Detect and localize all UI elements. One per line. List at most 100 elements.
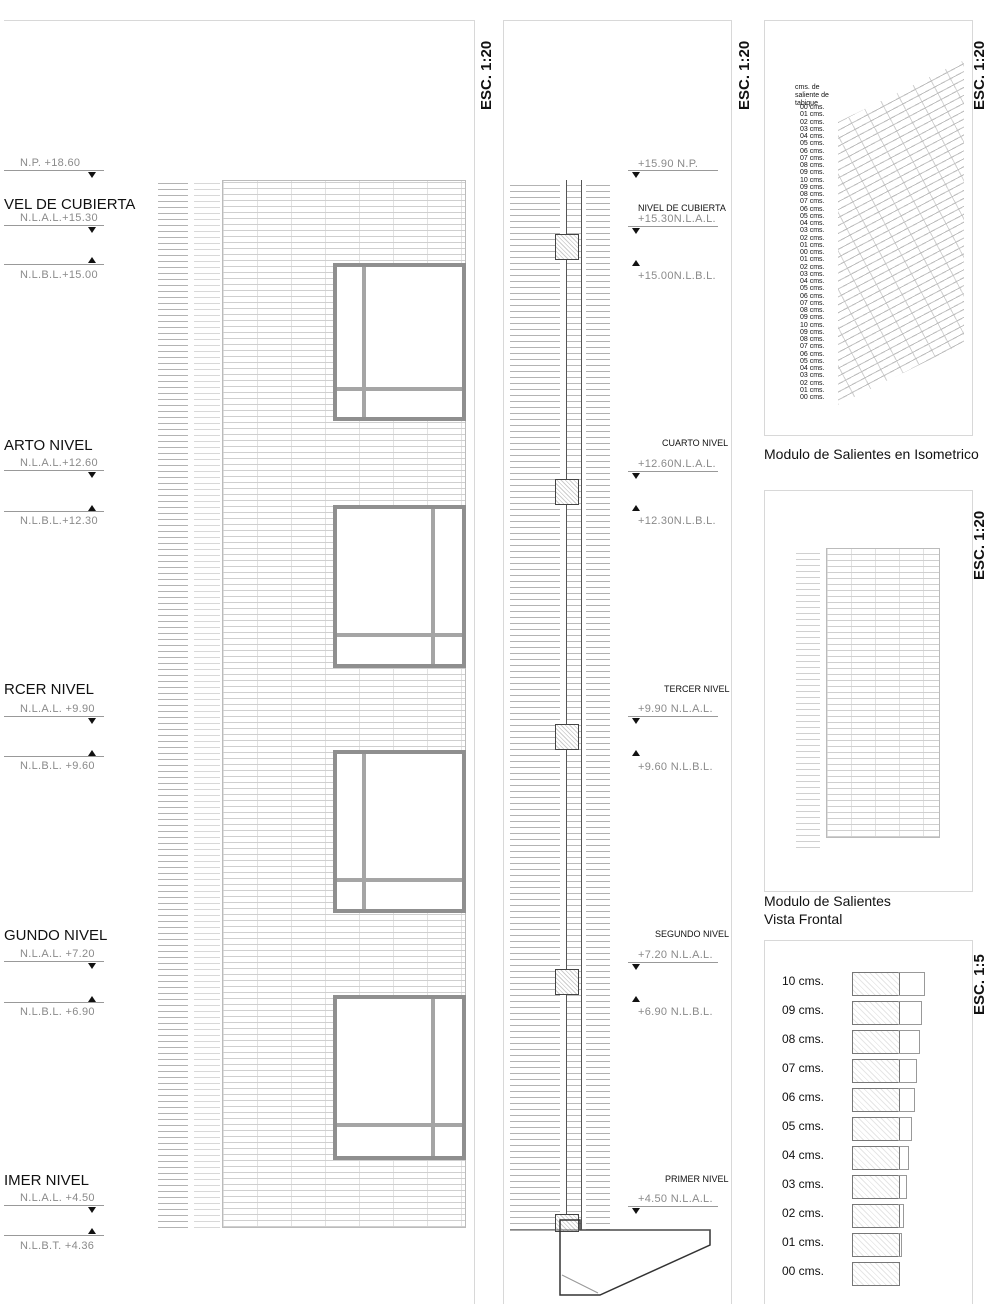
slab-tercer	[555, 724, 579, 750]
nal-line	[4, 470, 104, 471]
iso-offset-item: 02 cms.	[800, 234, 825, 242]
iso-offset-item: 03 cms.	[800, 227, 825, 235]
iso-offset-item: 00 cms.	[800, 249, 825, 256]
section-line	[628, 471, 718, 472]
section-name-cuarto: CUARTO NIVEL	[662, 438, 729, 448]
profile-label: 10 cms.	[782, 974, 825, 988]
iso-offset-item: 04 cms.	[800, 133, 825, 140]
iso-offset-item: 00 cms.	[800, 394, 825, 401]
section-np: +15.90 N.P.	[638, 158, 699, 170]
front-caption-2: Vista Frontal	[764, 911, 843, 927]
section-name-segundo: SEGUNDO NIVEL	[655, 929, 730, 939]
level-marker-icon	[88, 718, 96, 724]
iso-offset-item: 02 cms.	[800, 263, 825, 271]
section-name-cubierta: NIVEL DE CUBIERTA	[638, 203, 726, 213]
nbl-primer: N.L.B.T. +4.36	[20, 1240, 95, 1252]
profile-extension	[898, 1146, 910, 1170]
profile-shape	[852, 1001, 900, 1025]
section-nbl-cuarto: +12.30N.L.B.L.	[638, 515, 716, 527]
section-panel	[503, 20, 732, 1304]
section-nal-cuarto: +12.60N.L.A.L.	[638, 458, 716, 470]
profile-label: 03 cms.	[782, 1177, 825, 1191]
profile-shape	[852, 1117, 900, 1141]
front-panel	[764, 490, 973, 892]
level-marker-icon	[632, 718, 640, 724]
profile-extension	[898, 1117, 912, 1141]
iso-offset-item: 00 cms.	[800, 104, 825, 111]
window-mullion	[431, 509, 435, 664]
profile-shape	[852, 1088, 900, 1112]
slab-primer	[555, 1214, 579, 1232]
iso-offset-item: 04 cms.	[800, 278, 825, 285]
iso-offset-item: 07 cms.	[800, 343, 825, 351]
section-nal-segundo: +7.20 N.L.A.L.	[638, 949, 713, 961]
profile-shape	[852, 972, 900, 996]
profile-extension	[898, 1001, 923, 1025]
level-marker-icon	[632, 228, 640, 234]
section-offset-values	[586, 185, 610, 1230]
isometric-panel	[764, 20, 973, 436]
level-marker-icon	[88, 1228, 96, 1234]
slab-cubierta	[555, 234, 579, 260]
nbl-line	[4, 756, 104, 757]
slab-cuarto	[555, 479, 579, 505]
nal-cubierta: N.L.A.L.+15.30	[20, 212, 98, 224]
iso-offset-item: 01 cms.	[800, 256, 825, 264]
level-marker-icon	[88, 963, 96, 969]
section-line	[628, 1206, 718, 1207]
level-name-cuarto: ARTO NIVEL	[4, 437, 93, 454]
scale-label-front: ESC. 1:20	[971, 510, 988, 580]
nal-line	[4, 716, 104, 717]
iso-offset-item: 08 cms.	[800, 307, 825, 314]
iso-offset-item: 05 cms.	[800, 212, 825, 220]
section-nal-cubierta: +15.30N.L.A.L.	[638, 213, 716, 225]
iso-offset-item: 03 cms.	[800, 125, 825, 133]
iso-offset-item: 10 cms.	[800, 176, 825, 184]
section-nal-primer: +4.50 N.L.A.L.	[638, 1193, 713, 1205]
section-np-line	[628, 170, 718, 171]
section-wall	[566, 180, 582, 1230]
window-cuarto	[333, 263, 466, 421]
iso-offset-item: 05 cms.	[800, 285, 825, 293]
profile-label: 01 cms.	[782, 1235, 825, 1249]
level-name-segundo: GUNDO NIVEL	[4, 927, 108, 944]
section-line	[628, 226, 718, 227]
profile-shape	[852, 1146, 900, 1170]
nbl-segundo: N.L.B.L. +6.90	[20, 1006, 95, 1018]
window-transom	[337, 387, 462, 391]
iso-offset-item: 03 cms.	[800, 372, 825, 380]
nal-tercer: N.L.A.L. +9.90	[20, 703, 95, 715]
iso-offset-item: 04 cms.	[800, 365, 825, 372]
profile-shape	[852, 1262, 900, 1286]
section-name-primer: PRIMER NIVEL	[665, 1174, 729, 1184]
iso-offset-item: 06 cms.	[800, 292, 825, 300]
level-marker-icon	[88, 172, 96, 178]
iso-offset-item: 08 cms.	[800, 162, 825, 169]
window-transom	[337, 1123, 462, 1127]
iso-offset-item: 06 cms.	[800, 205, 825, 213]
nal-cuarto: N.L.A.L.+12.60	[20, 457, 98, 469]
section-line	[628, 716, 718, 717]
profile-label: 02 cms.	[782, 1206, 825, 1220]
section-line	[628, 962, 718, 963]
profile-extension	[898, 1030, 920, 1054]
window-primer	[333, 995, 466, 1160]
profile-label: 07 cms.	[782, 1061, 825, 1075]
front-caption-1: Modulo de Salientes	[764, 893, 891, 909]
level-name-cubierta: VEL DE CUBIERTA	[4, 196, 136, 213]
profile-label: 00 cms.	[782, 1264, 825, 1278]
nal-line	[4, 225, 104, 226]
profile-extension	[898, 1088, 915, 1112]
section-nbl-segundo: +6.90 N.L.B.L.	[638, 1006, 713, 1018]
nbl-line	[4, 1002, 104, 1003]
iso-offset-item: 09 cms.	[800, 169, 825, 177]
iso-offset-item: 05 cms.	[800, 357, 825, 365]
profile-extension	[898, 1059, 918, 1083]
window-transom	[337, 633, 462, 637]
profile-label: 06 cms.	[782, 1090, 825, 1104]
profile-shape	[852, 1233, 900, 1257]
scale-label-profiles: ESC. 1:5	[971, 954, 988, 1015]
iso-offset-item: 01 cms.	[800, 241, 825, 249]
level-marker-icon	[88, 505, 96, 511]
nbl-line	[4, 511, 104, 512]
